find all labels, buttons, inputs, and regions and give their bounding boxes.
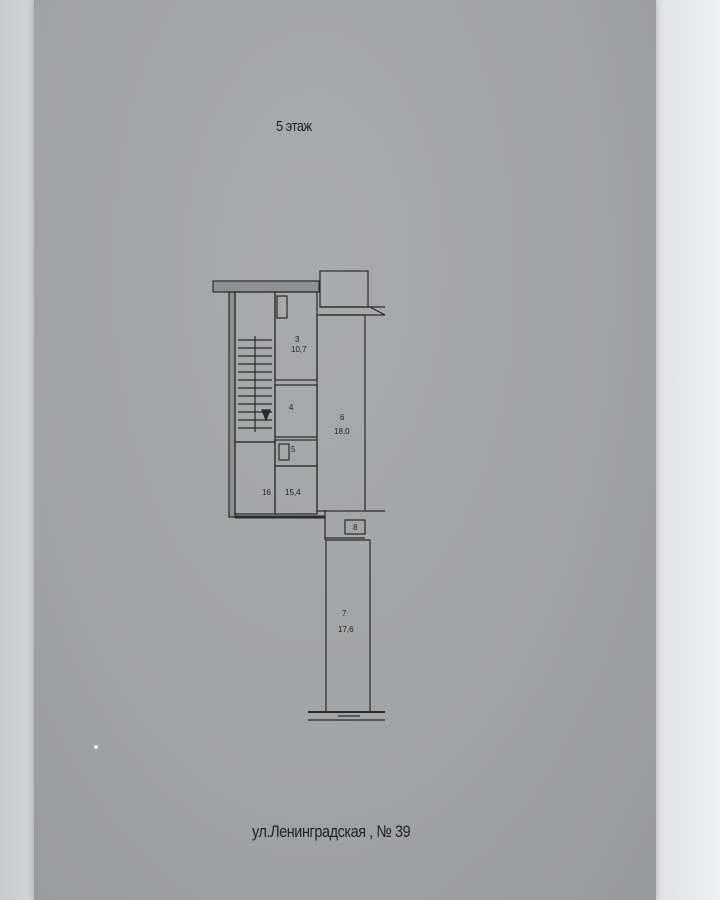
room-6-outline bbox=[316, 314, 366, 512]
room-7-number: 7 bbox=[342, 609, 347, 618]
room-8-outline bbox=[344, 519, 366, 535]
room-4-outline bbox=[274, 384, 318, 438]
room-1-outline bbox=[274, 465, 318, 515]
room-labels: 3 10,7 4 5 6 18,0 7 17,6 8 15,4 16 bbox=[262, 335, 358, 634]
balcony-top bbox=[319, 270, 369, 308]
room-6-area: 18,0 bbox=[334, 427, 350, 436]
room-6-number: 6 bbox=[340, 413, 345, 422]
room-3-number: 3 bbox=[295, 335, 300, 344]
room-1b-number: 16 bbox=[262, 488, 271, 497]
address-number: № 39 bbox=[376, 822, 411, 841]
address-caption: ул.Ленинградская , № 39 bbox=[252, 822, 411, 842]
room-1-area: 15,4 bbox=[285, 488, 301, 497]
room-8-number: 8 bbox=[353, 523, 358, 532]
speck bbox=[94, 745, 98, 749]
floor-label: 5 этаж bbox=[276, 118, 312, 135]
room-3-area: 10,7 bbox=[291, 345, 307, 354]
room-4-number: 4 bbox=[289, 403, 294, 412]
room-7-area: 17,6 bbox=[338, 625, 354, 634]
top-wall bbox=[212, 280, 320, 293]
room-5-number: 5 bbox=[291, 445, 296, 454]
document-sheet bbox=[34, 0, 656, 900]
stair-arrow-icon bbox=[261, 409, 271, 422]
address-street: ул.Ленинградская , bbox=[252, 822, 373, 841]
room-1b-outline bbox=[234, 441, 276, 515]
left-wall bbox=[228, 291, 236, 518]
